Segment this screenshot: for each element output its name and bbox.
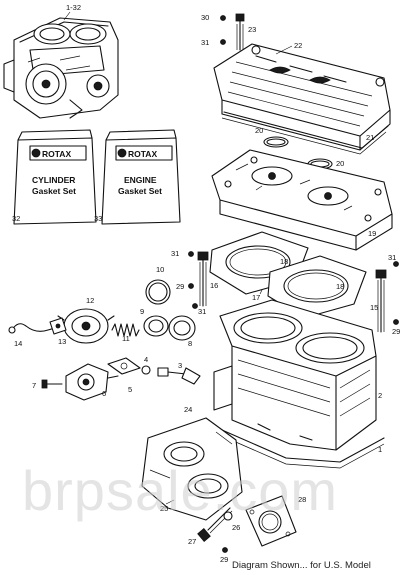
fitting-3 <box>157 367 201 385</box>
callout-1-32: 1-32 <box>66 3 81 12</box>
base-gasket-1 <box>221 429 385 469</box>
callout-18: 18 <box>280 257 288 266</box>
callout-31: 31 <box>388 253 396 262</box>
callout-3: 3 <box>178 361 182 370</box>
drop-icon <box>393 319 399 325</box>
callout-17: 17 <box>252 293 260 302</box>
callout-18: 18 <box>336 282 344 291</box>
bracket-13 <box>49 317 67 335</box>
drop-icon <box>188 283 194 289</box>
callout-11: 11 <box>122 334 130 343</box>
o-ring-10 <box>145 279 171 305</box>
bolt-27 <box>197 507 233 542</box>
screw-7 <box>41 379 63 389</box>
exhaust-manifold-24 <box>141 417 243 521</box>
drop-icon <box>188 251 194 257</box>
callout-31: 31 <box>198 307 206 316</box>
callout-19: 19 <box>368 229 376 238</box>
bolt-15 <box>375 269 387 333</box>
callout-24: 24 <box>184 405 192 414</box>
callout-23: 23 <box>248 25 256 34</box>
callout-21: 21 <box>366 133 374 142</box>
valve-actuator-6 <box>65 363 119 401</box>
drop-icon <box>222 547 228 553</box>
valve-cover-8 <box>168 315 196 341</box>
callout-10: 10 <box>156 265 164 274</box>
engine-assembly-thumbnail <box>3 17 119 119</box>
bag-line1-label: CYLINDER <box>32 175 75 185</box>
callout-31: 31 <box>201 38 209 47</box>
callout-2: 2 <box>378 391 382 400</box>
callout-16: 16 <box>210 281 218 290</box>
head-gasket-18-right <box>267 255 367 319</box>
cylinder-head-bolt-23 <box>235 13 245 51</box>
manifold-gasket-28 <box>245 495 297 547</box>
bag-line2-label: Gasket Set <box>32 186 76 196</box>
cylinder-gasket-set-bag: ROTAX CYLINDER Gasket Set <box>13 129 97 225</box>
cylinder-block-2 <box>213 299 377 451</box>
callout-29: 29 <box>176 282 184 291</box>
callout-27: 27 <box>188 537 196 546</box>
washer-26 <box>223 511 233 521</box>
callout-33: 33 <box>94 214 102 223</box>
drop-icon <box>220 39 226 45</box>
callout-12: 12 <box>86 296 94 305</box>
bag-line2-label: Gasket Set <box>118 186 162 196</box>
drop-icon <box>192 303 198 309</box>
callout-9: 9 <box>140 307 144 316</box>
bag-brand-label: ROTAX <box>42 149 71 159</box>
callout-15: 15 <box>370 303 378 312</box>
watermark-text: brpsale.com <box>22 459 338 522</box>
callout-30: 30 <box>201 13 209 22</box>
bolt-16 <box>197 251 209 307</box>
callout-8: 8 <box>188 339 192 348</box>
callout-20: 20 <box>255 126 263 135</box>
callout-22: 22 <box>294 41 302 50</box>
callout-14: 14 <box>14 339 22 348</box>
drop-icon <box>220 15 226 21</box>
callout-1: 1 <box>378 445 382 454</box>
callout-5: 5 <box>128 385 132 394</box>
bag-brand-label: ROTAX <box>128 149 157 159</box>
callout-32: 32 <box>12 214 20 223</box>
callout-6: 6 <box>102 389 106 398</box>
callout-7: 7 <box>32 381 36 390</box>
engine-gasket-set-bag: ROTAX ENGINE Gasket Set <box>101 129 181 225</box>
callout-25: 25 <box>160 504 168 513</box>
callout-28: 28 <box>298 495 306 504</box>
callout-31: 31 <box>171 249 179 258</box>
washer-4 <box>141 365 151 375</box>
callout-29: 29 <box>392 327 400 336</box>
cylinder-head-19 <box>211 149 393 251</box>
callout-26: 26 <box>232 523 240 532</box>
callout-29: 29 <box>220 555 228 564</box>
callout-20: 20 <box>336 159 344 168</box>
callout-4: 4 <box>144 355 148 364</box>
spring-11 <box>111 323 140 337</box>
cylinder-head-cover-22 <box>213 43 391 151</box>
bag-line1-label: ENGINE <box>124 175 157 185</box>
valve-housing-12 <box>57 308 115 344</box>
valve-piston-9 <box>143 315 169 337</box>
cover-gasket-21 <box>221 111 389 155</box>
drop-icon <box>393 261 399 267</box>
callout-13: 13 <box>58 337 66 346</box>
gasket-5 <box>107 357 141 375</box>
footer-note: Diagram Shown... for U.S. Model <box>232 560 371 570</box>
